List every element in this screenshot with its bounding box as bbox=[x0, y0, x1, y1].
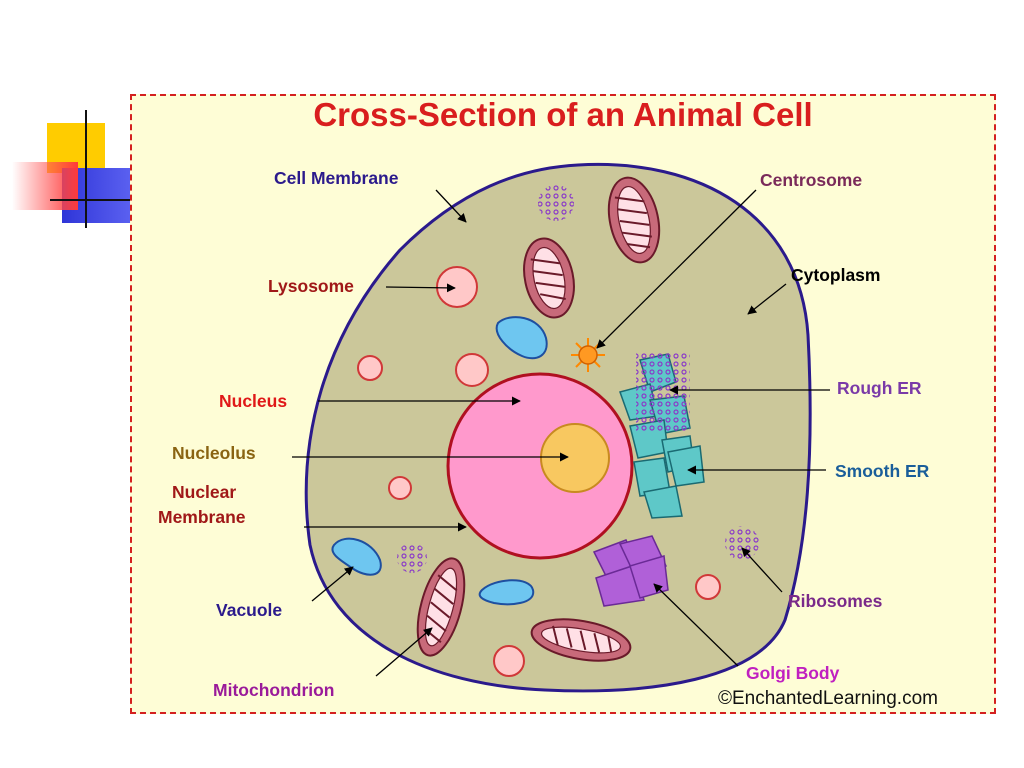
deco-vertical-line bbox=[85, 110, 87, 228]
vacuoles bbox=[331, 316, 548, 606]
nucleus-shape bbox=[446, 372, 634, 560]
credit-text: ©EnchantedLearning.com bbox=[718, 688, 938, 709]
label-cell-membrane: Cell Membrane bbox=[274, 168, 399, 188]
lysosomes bbox=[357, 266, 721, 677]
diagram-title: Cross-Section of an Animal Cell bbox=[313, 96, 813, 133]
rough-er-ribosomes bbox=[636, 352, 690, 432]
label-nucleus: Nucleus bbox=[219, 391, 287, 411]
label-rough-er: Rough ER bbox=[837, 378, 922, 398]
label-golgi-body: Golgi Body bbox=[746, 663, 840, 683]
label-lysosome: Lysosome bbox=[268, 276, 354, 296]
pointer-lines bbox=[292, 189, 830, 677]
label-cytoplasm: Cytoplasm bbox=[791, 265, 880, 285]
label-ribosomes: Ribosomes bbox=[788, 591, 883, 611]
label-nuclear-membrane-line2: Membrane bbox=[158, 507, 246, 527]
nucleolus-shape bbox=[540, 423, 610, 493]
deco-red-gradient bbox=[12, 162, 78, 210]
deco-horizontal-line bbox=[50, 199, 130, 201]
golgi-body-shape bbox=[592, 535, 669, 607]
label-mitochondrion: Mitochondrion bbox=[213, 680, 335, 700]
label-centrosome: Centrosome bbox=[760, 170, 862, 190]
mitochondria bbox=[416, 176, 661, 662]
label-smooth-er: Smooth ER bbox=[835, 461, 930, 481]
centrosome-shape bbox=[571, 338, 605, 372]
label-nucleolus: Nucleolus bbox=[172, 443, 256, 463]
label-nuclear-membrane-line1: Nuclear bbox=[172, 482, 236, 502]
label-vacuole: Vacuole bbox=[216, 600, 282, 620]
